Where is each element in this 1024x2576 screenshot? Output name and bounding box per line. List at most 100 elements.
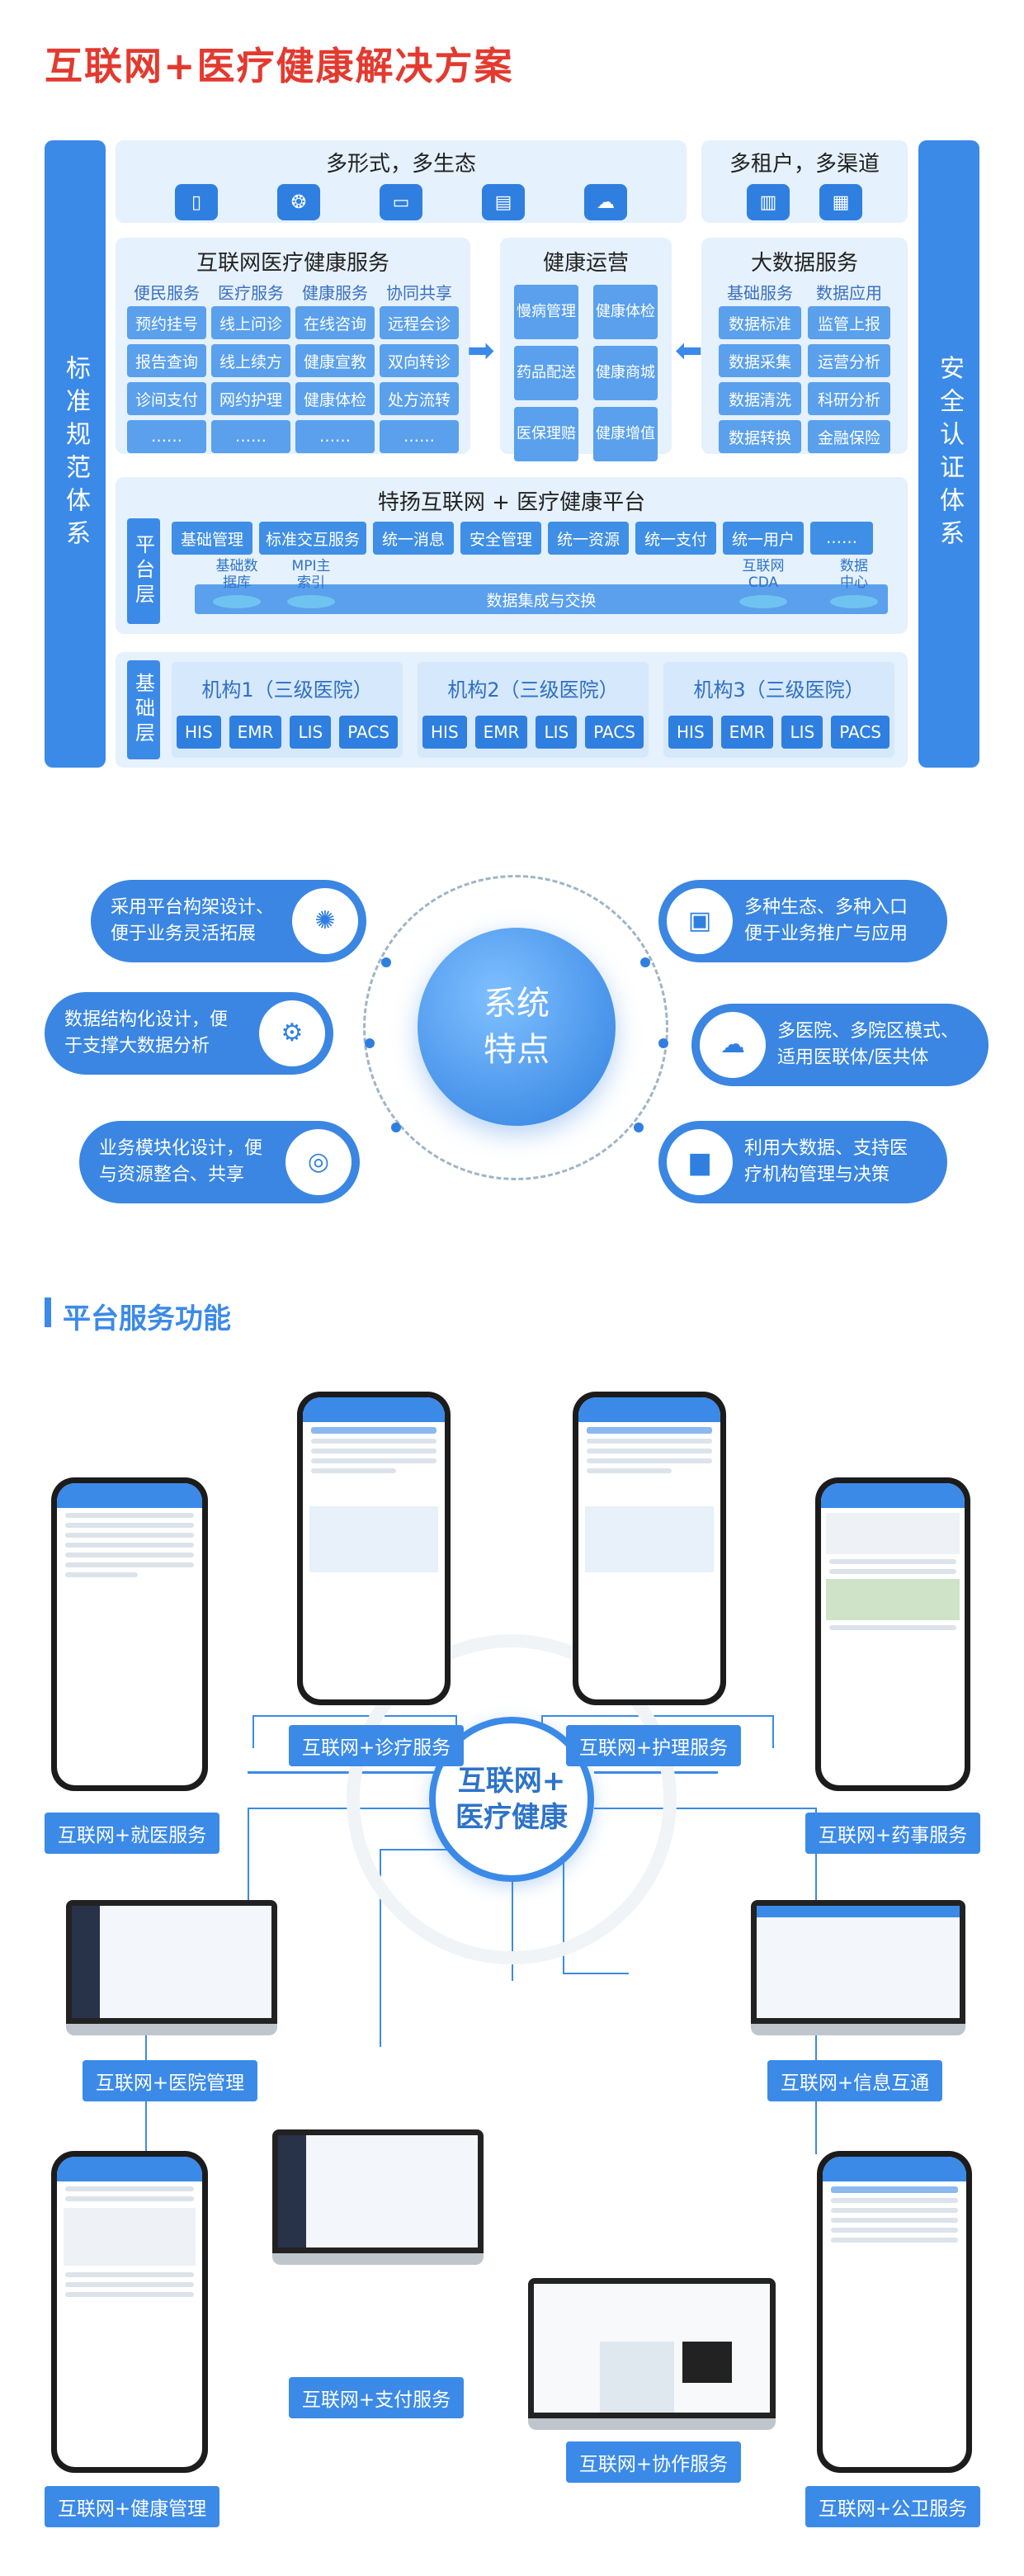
label-health: 互联网+健康管理 [45, 2486, 219, 2527]
platform-module: 标准交互服务 [259, 522, 366, 555]
platform-panel: 特扬互联网 + 医疗健康平台 平台层 基础管理 标准交互服务 统一消息 安全管理… [116, 477, 908, 634]
target-icon: ◎ [285, 1129, 352, 1195]
platform-title: 特扬互联网 + 医疗健康平台 [377, 490, 646, 515]
service-column: 协同共享 远程会诊 双向转诊 处方流转 …… [380, 280, 459, 453]
label-info: 互联网+信息互通 [767, 2060, 942, 2101]
operation-tile: 药品配送 [514, 346, 578, 400]
platform-buttons: 基础管理 标准交互服务 统一消息 安全管理 统一资源 统一支付 统一用户 …… [172, 522, 873, 555]
platform-module: 安全管理 [460, 522, 541, 555]
connector-line [248, 1771, 446, 1774]
consult-phone [297, 1392, 451, 1705]
connector-dot [381, 957, 391, 967]
feature-pill: 数据结构化设计，便于支撑大数据分析 ⚙ [45, 992, 333, 1075]
cda-disk: 互联网CDA [726, 558, 800, 608]
mobile-icon: ▯ [175, 184, 218, 220]
arrow-right-icon: ➡ [467, 332, 495, 370]
connector-line [252, 1715, 254, 1748]
desktop-icon: ▭ [380, 184, 422, 220]
section-marker [45, 1297, 51, 1327]
operation-tile: 健康增值 [593, 407, 658, 461]
service-column: 健康服务 在线咨询 健康宣教 健康体检 …… [295, 280, 375, 453]
section-heading: 平台服务功能 [63, 1302, 231, 1335]
feature-text: 疗机构管理与决策 [744, 1165, 890, 1185]
system-badge: EMR [720, 716, 774, 749]
security-bar: 安全认证体系 [918, 140, 979, 768]
center-line: 特点 [484, 1031, 550, 1069]
system-badge: EMR [474, 716, 528, 749]
public-phone [817, 2151, 972, 2473]
platform-module: 统一资源 [548, 522, 629, 555]
feature-text: 采用平台构架设计、 [111, 897, 275, 919]
gear-head-icon: ⚙ [259, 1000, 325, 1066]
center-line: 医疗健康 [455, 1801, 568, 1834]
mpi-disk: MPI主索引 [274, 558, 348, 608]
system-badge: HIS [668, 716, 713, 749]
service-item: 健康宣教 [295, 344, 375, 377]
feature-ring [363, 875, 668, 1180]
ecosystem-title: 多形式，多生态 [325, 152, 476, 177]
operation-tile: 慢病管理 [514, 285, 578, 339]
column-header: 健康服务 [302, 283, 368, 303]
connector-line [248, 1808, 437, 1809]
connector-dot [365, 1038, 375, 1048]
platform-module: …… [810, 522, 873, 555]
system-badge: LIS [781, 716, 823, 749]
connector-line [145, 1946, 147, 2153]
datacenter-disk: 数据中心 [817, 558, 891, 608]
system-badge: EMR [229, 716, 282, 749]
page-title: 互联网+医疗健康解决方案 [45, 44, 514, 88]
system-badge: LIS [536, 716, 578, 749]
feature-text: 适用医联体/医共体 [777, 1047, 929, 1068]
tenant-panel: 多租户，多渠道 ▥ ▦ [701, 140, 908, 223]
label-nursing: 互联网+护理服务 [566, 1725, 741, 1766]
screen-icon: ▤ [482, 184, 525, 220]
operation-tile: 医保理赔 [514, 407, 578, 461]
collab-laptop [528, 2278, 776, 2430]
service-item: 双向转诊 [380, 344, 459, 377]
operations-title: 健康运营 [542, 251, 629, 276]
mini-program-icon: ❂ [277, 184, 320, 220]
operation-tile: 健康体检 [593, 285, 658, 339]
feature-text: 数据结构化设计，便 [64, 1009, 229, 1031]
internet-service-panel: 互联网医疗健康服务 便民服务 预约挂号 报告查询 诊间支付 …… 医疗服务 线上… [116, 238, 470, 454]
medical-phone [51, 1477, 208, 1791]
connector-dot [640, 957, 650, 967]
connector-dot [634, 1123, 644, 1132]
info-laptop [751, 1900, 965, 2035]
label-consult: 互联网+诊疗服务 [289, 1725, 464, 1766]
building-icon: ▥ [747, 184, 790, 220]
tenant-title: 多租户，多渠道 [729, 152, 880, 177]
hospital-laptop [66, 1900, 277, 2035]
service-item: 在线咨询 [295, 306, 375, 339]
bigdata-item: 数据转换 [719, 420, 801, 453]
bigdata-item: 科研分析 [808, 382, 890, 415]
wechat-icon: ☁ [584, 184, 627, 220]
service-item: 健康体检 [295, 382, 375, 415]
connector-line [563, 1973, 629, 1974]
feature-pill: ▣ 多种生态、多种入口便于业务推广与应用 [658, 880, 947, 962]
feature-text: 业务模块化设计，便 [99, 1138, 263, 1160]
center-line: 系统 [484, 985, 550, 1023]
system-badge: HIS [177, 716, 221, 749]
system-badge: LIS [290, 716, 332, 749]
service-item: 远程会诊 [380, 306, 459, 339]
cloud-doctor-icon: ☁ [700, 1012, 766, 1078]
bigdata-item: 金融保险 [808, 420, 890, 453]
institution-card: 机构1（三级医院） HIS EMR LIS PACS [172, 662, 403, 758]
column-header: 协同共享 [386, 283, 452, 303]
bigdata-title: 大数据服务 [750, 251, 858, 276]
feature-pill: ☁ 多医院、多院区模式、适用医联体/医共体 [691, 1004, 989, 1086]
feature-pill: 采用平台构架设计、便于业务灵活拓展 ✺ [91, 880, 366, 962]
connector-line [594, 1808, 817, 1809]
feature-pill: 业务模块化设计，便与资源整合、共享 ◎ [79, 1121, 360, 1203]
connector-dot [658, 1038, 668, 1048]
platform-module: 统一支付 [635, 522, 716, 555]
institution-card: 机构3（三级医院） HIS EMR LIS PACS [663, 662, 894, 758]
feature-pill: ▆ 利用大数据、支持医疗机构管理与决策 [658, 1121, 947, 1203]
connector-line [541, 1715, 772, 1717]
label-collab: 互联网+协作服务 [566, 2441, 741, 2483]
bulb-icon: ✺ [292, 888, 358, 954]
institution-name: 机构2（三级医院） [447, 678, 619, 702]
bigdata-panel: 大数据服务 基础服务 数据标准 数据采集 数据清洗 数据转换 数据应用 监管上报… [701, 238, 908, 454]
platform-module: 统一消息 [373, 522, 454, 555]
